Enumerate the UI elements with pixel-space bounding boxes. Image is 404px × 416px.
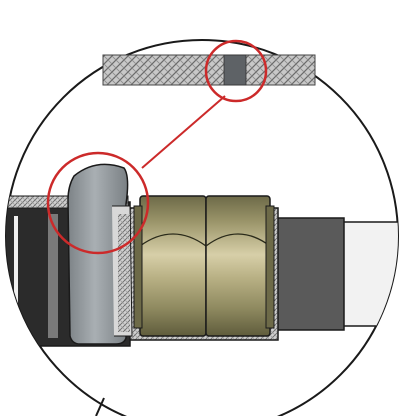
cable-assembly xyxy=(6,163,398,347)
callout-leader-line xyxy=(141,95,226,169)
callout-circle-top xyxy=(204,39,268,103)
insulating-sleeve xyxy=(67,163,133,345)
inner-insulation xyxy=(269,217,345,331)
jacket-stripe xyxy=(14,216,18,336)
crimp-ferrule-right xyxy=(205,195,275,337)
magnifier-handle xyxy=(95,397,105,416)
callout-circle-sleeve xyxy=(46,151,150,255)
shield-gap-section xyxy=(223,54,247,86)
